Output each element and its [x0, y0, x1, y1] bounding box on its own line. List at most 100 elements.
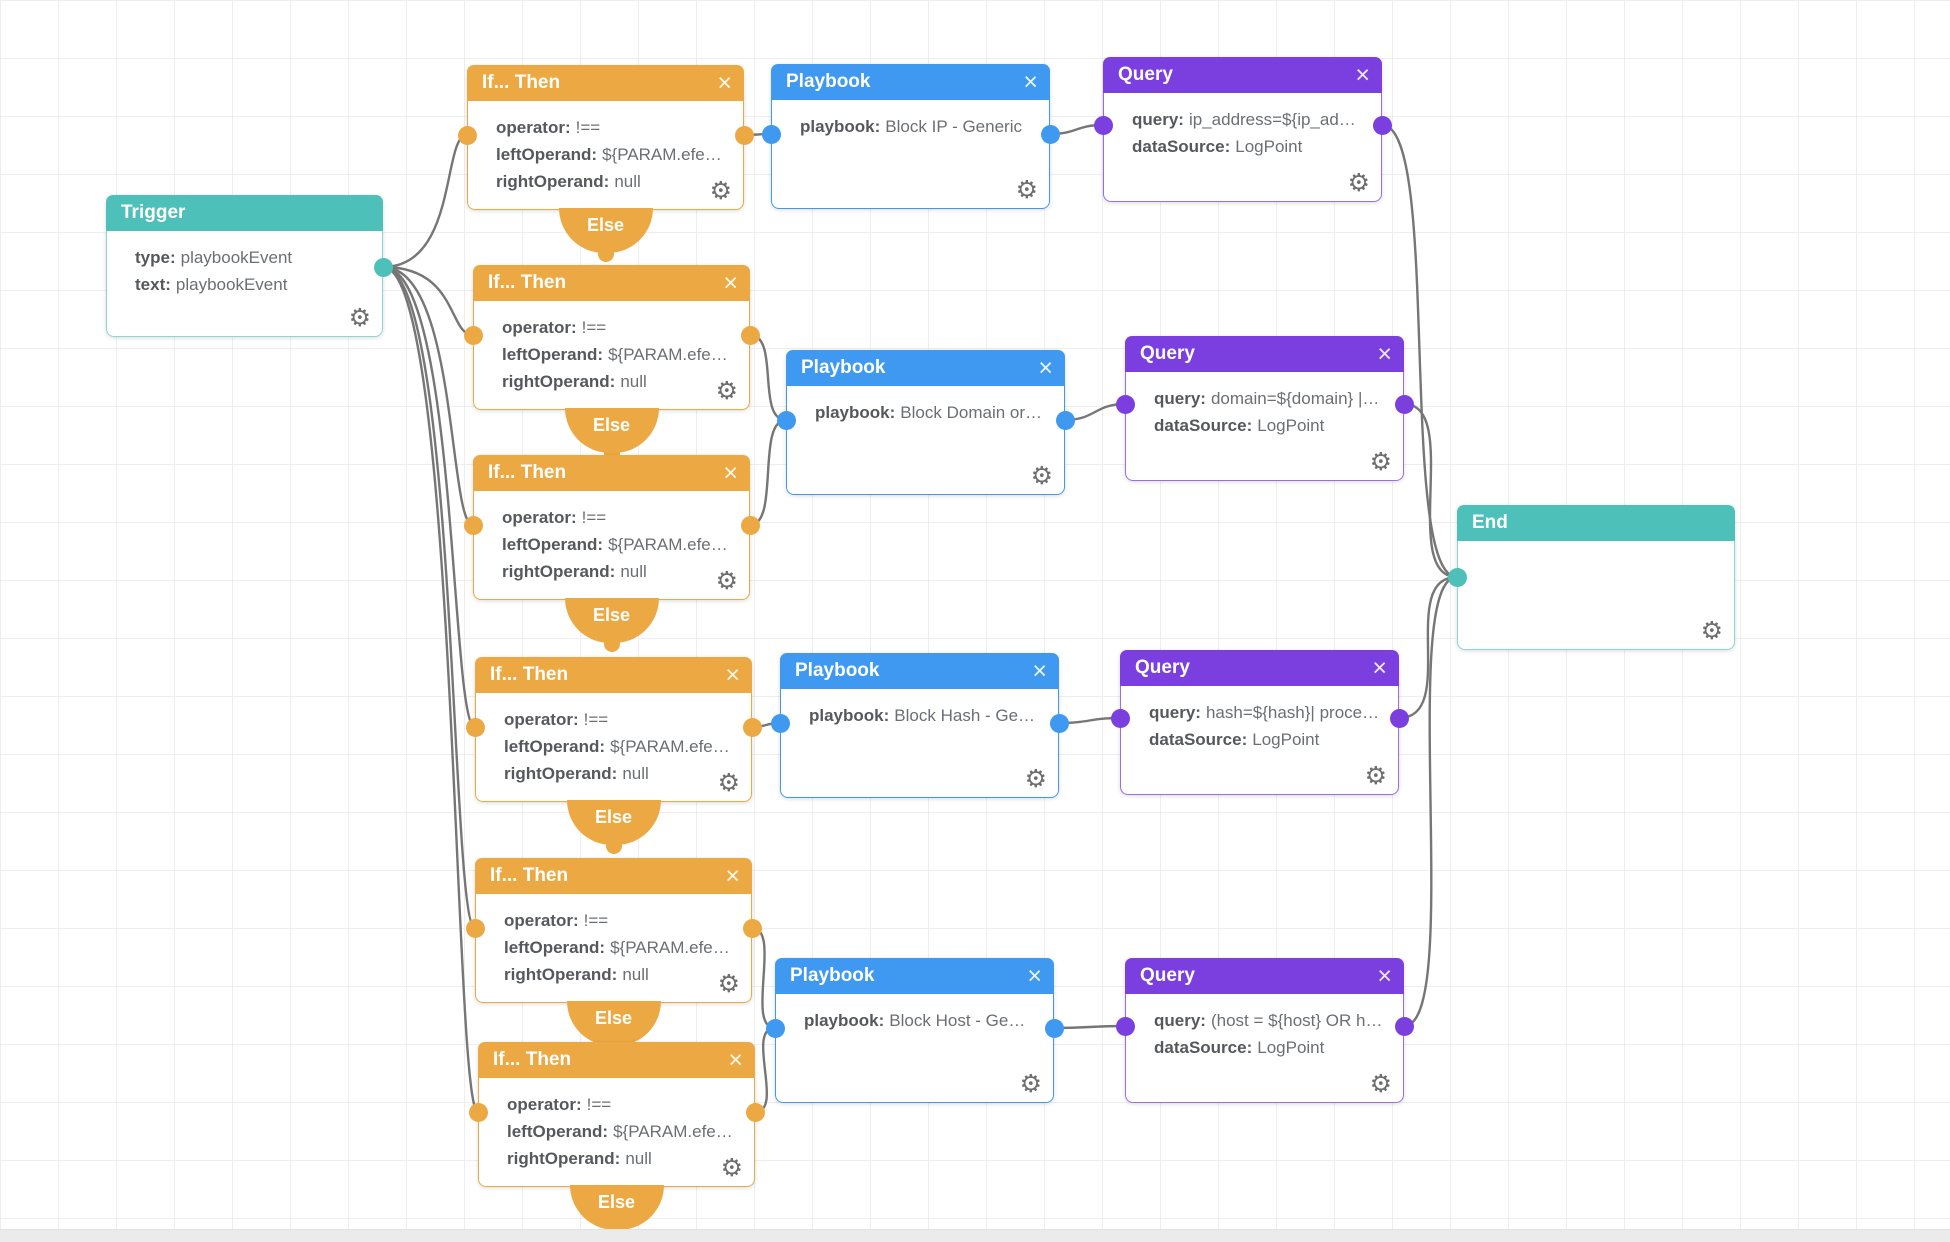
gear-icon[interactable]: ⚙	[1030, 462, 1053, 490]
input-port[interactable]	[1448, 568, 1467, 587]
close-icon[interactable]: ×	[1377, 340, 1392, 368]
end-node[interactable]: End ⚙	[1448, 505, 1735, 650]
then-output-port[interactable]	[743, 718, 762, 737]
gear-icon[interactable]: ⚙	[720, 1154, 743, 1182]
node-header[interactable]: If... Then ×	[478, 1042, 755, 1078]
input-port[interactable]	[464, 516, 483, 535]
gear-icon[interactable]: ⚙	[1364, 762, 1387, 790]
input-port[interactable]	[762, 125, 781, 144]
then-output-port[interactable]	[741, 326, 760, 345]
if-then-node-1[interactable]: If... Then × operator:!== leftOperand:${…	[458, 65, 754, 262]
node-header[interactable]: Query ×	[1120, 650, 1399, 686]
node-header[interactable]: Trigger	[106, 195, 383, 231]
gear-icon[interactable]: ⚙	[1024, 765, 1047, 793]
gear-icon[interactable]: ⚙	[1015, 176, 1038, 204]
close-icon[interactable]: ×	[723, 269, 738, 297]
gear-icon[interactable]: ⚙	[348, 304, 371, 332]
output-port[interactable]	[1050, 714, 1069, 733]
close-icon[interactable]: ×	[1023, 68, 1038, 96]
output-port[interactable]	[1395, 395, 1414, 414]
output-port[interactable]	[1041, 125, 1060, 144]
input-port[interactable]	[1116, 1017, 1135, 1036]
node-header[interactable]: Query ×	[1103, 57, 1382, 93]
input-port[interactable]	[466, 718, 485, 737]
gear-icon[interactable]: ⚙	[715, 377, 738, 405]
input-port[interactable]	[458, 126, 477, 145]
if-then-node-4[interactable]: If... Then × operator:!== leftOperand:${…	[466, 657, 762, 854]
field-type: type:playbookEvent	[135, 248, 293, 267]
close-icon[interactable]: ×	[1032, 657, 1047, 685]
close-icon[interactable]: ×	[723, 459, 738, 487]
gear-icon[interactable]: ⚙	[715, 567, 738, 595]
output-port[interactable]	[1373, 116, 1392, 135]
gear-icon[interactable]: ⚙	[717, 970, 740, 998]
node-header[interactable]: If... Then ×	[473, 265, 750, 301]
close-icon[interactable]: ×	[725, 661, 740, 689]
gear-icon[interactable]: ⚙	[1019, 1070, 1042, 1098]
close-icon[interactable]: ×	[1377, 962, 1392, 990]
input-port[interactable]	[771, 714, 790, 733]
then-output-port[interactable]	[741, 516, 760, 535]
input-port[interactable]	[1116, 395, 1135, 414]
gear-icon[interactable]: ⚙	[1347, 169, 1370, 197]
input-port[interactable]	[469, 1103, 488, 1122]
gear-icon[interactable]: ⚙	[709, 177, 732, 205]
edge-query-domain-end	[1403, 402, 1458, 579]
close-icon[interactable]: ×	[1027, 962, 1042, 990]
node-header[interactable]: Playbook ×	[771, 64, 1050, 100]
gear-icon[interactable]: ⚙	[1369, 448, 1392, 476]
node-header[interactable]: End	[1457, 505, 1735, 541]
output-port[interactable]	[1395, 1017, 1414, 1036]
playbook-node-block-ip[interactable]: Playbook × playbook:Block IP - Generic ⚙	[762, 64, 1060, 209]
close-icon[interactable]: ×	[725, 862, 740, 890]
playbook-node-block-hash[interactable]: Playbook × playbook:Block Hash - Ge… ⚙	[771, 653, 1069, 798]
gear-icon[interactable]: ⚙	[1700, 617, 1723, 645]
input-port[interactable]	[466, 919, 485, 938]
gear-icon[interactable]: ⚙	[717, 769, 740, 797]
query-node-ip[interactable]: Query × query:ip_address=${ip_ad… dataSo…	[1094, 57, 1392, 202]
if-then-node-3[interactable]: If... Then × operator:!== leftOperand:${…	[464, 455, 760, 652]
then-output-port[interactable]	[743, 919, 762, 938]
node-body: query:domain=${domain} |… dataSource:Log…	[1125, 372, 1404, 481]
else-output-port[interactable]	[603, 636, 620, 652]
node-header[interactable]: Playbook ×	[780, 653, 1059, 689]
input-port[interactable]	[766, 1019, 785, 1038]
if-then-node-5[interactable]: If... Then × operator:!== leftOperand:${…	[466, 858, 762, 1055]
query-node-host[interactable]: Query × query:(host = ${host} OR h… data…	[1116, 958, 1414, 1103]
close-icon[interactable]: ×	[717, 69, 732, 97]
query-node-domain[interactable]: Query × query:domain=${domain} |… dataSo…	[1116, 336, 1414, 481]
then-output-port[interactable]	[735, 126, 754, 145]
input-port[interactable]	[777, 411, 796, 430]
input-port[interactable]	[464, 326, 483, 345]
close-icon[interactable]: ×	[1355, 61, 1370, 89]
else-output-port[interactable]	[597, 246, 614, 262]
node-header[interactable]: Query ×	[1125, 958, 1404, 994]
if-then-node-2[interactable]: If... Then × operator:!== leftOperand:${…	[464, 265, 760, 462]
node-header[interactable]: Playbook ×	[775, 958, 1054, 994]
node-header[interactable]: If... Then ×	[475, 657, 752, 693]
else-output-port[interactable]	[605, 838, 622, 854]
query-node-hash[interactable]: Query × query:hash=${hash}| proce… dataS…	[1111, 650, 1409, 795]
input-port[interactable]	[1094, 116, 1113, 135]
node-header[interactable]: If... Then ×	[467, 65, 744, 101]
close-icon[interactable]: ×	[1372, 654, 1387, 682]
node-header[interactable]: If... Then ×	[473, 455, 750, 491]
output-port[interactable]	[1045, 1019, 1064, 1038]
node-header[interactable]: If... Then ×	[475, 858, 752, 894]
node-body: operator:!== leftOperand:${PARAM.efe… ri…	[467, 101, 744, 210]
if-then-node-6[interactable]: If... Then × operator:!== leftOperand:${…	[469, 1042, 765, 1239]
output-port[interactable]	[1056, 411, 1075, 430]
then-output-port[interactable]	[746, 1103, 765, 1122]
input-port[interactable]	[1111, 709, 1130, 728]
gear-icon[interactable]: ⚙	[1369, 1070, 1392, 1098]
playbook-node-block-host[interactable]: Playbook × playbook:Block Host - Ge… ⚙	[766, 958, 1064, 1103]
output-port[interactable]	[374, 258, 393, 277]
node-header[interactable]: Query ×	[1125, 336, 1404, 372]
playbook-node-block-domain[interactable]: Playbook × playbook:Block Domain or… ⚙	[777, 350, 1075, 495]
output-port[interactable]	[1390, 709, 1409, 728]
trigger-node[interactable]: Trigger type:playbookEvent text:playbook…	[106, 195, 393, 337]
node-header[interactable]: Playbook ×	[786, 350, 1065, 386]
close-icon[interactable]: ×	[1038, 354, 1053, 382]
close-icon[interactable]: ×	[728, 1046, 743, 1074]
